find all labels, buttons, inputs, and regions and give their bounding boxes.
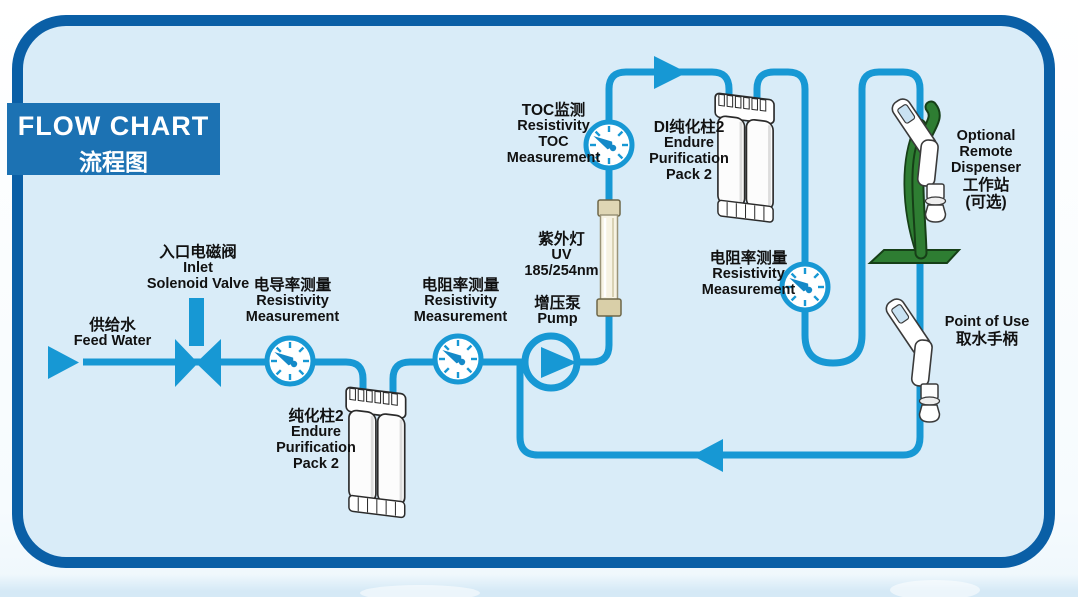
pipe-pack1-to-pump: [389, 358, 527, 397]
page-title: FLOW CHART: [17, 111, 210, 141]
page-title-chinese: 流程图: [79, 149, 148, 175]
inlet-solenoid-valve-icon: [175, 298, 221, 387]
top-flow-arrow-icon: [654, 56, 687, 89]
title-box: FLOW CHART 流程图: [7, 103, 220, 175]
label-conductivity-measurement: 电导率测量 Resistivity Measurement: [245, 277, 340, 325]
label-resistivity-measurement-1: 电阻率测量 Resistivity Measurement: [413, 277, 508, 325]
feed-water-arrow-icon: [48, 346, 79, 379]
label-feed-water: 供给水 Feed Water: [73, 317, 152, 350]
return-flow-arrow-icon: [692, 439, 723, 472]
label-point-of-use: Point of Use 取水手柄: [944, 314, 1030, 348]
pipe-network: [83, 68, 924, 459]
decorative-bubble: [890, 580, 980, 597]
pipe-dipack-to-return: [516, 68, 924, 459]
conductivity-gauge-icon: [267, 338, 313, 384]
label-inlet-valve: 入口电磁阀 Inlet Solenoid Valve: [146, 244, 250, 292]
label-toc-measurement: TOC监测 Resistivity TOC Measurement: [506, 102, 601, 166]
decorative-bubble: [360, 585, 480, 597]
pipe-pump-to-dipack: [575, 68, 733, 366]
label-di-purification-pack: DI纯化柱2 Endure Purification Pack 2: [649, 119, 729, 183]
label-purification-pack-1: 纯化柱2 Endure Purification Pack 2: [276, 408, 356, 472]
label-uv-lamp: 紫外灯 UV 185/254nm: [524, 231, 599, 279]
label-resistivity-measurement-2: 电阻率测量 Resistivity Measurement: [701, 250, 796, 298]
bottom-decoration-band: [0, 574, 1078, 597]
pump-icon: [521, 332, 581, 392]
label-remote-dispenser: Optional Remote Dispenser 工作站 (可选): [950, 128, 1022, 211]
label-pump: 增压泵 Pump: [534, 295, 581, 328]
pipe-feed-to-pack1: [83, 358, 367, 397]
resistivity-gauge-1-icon: [435, 336, 481, 382]
uv-lamp-icon: [596, 199, 622, 317]
